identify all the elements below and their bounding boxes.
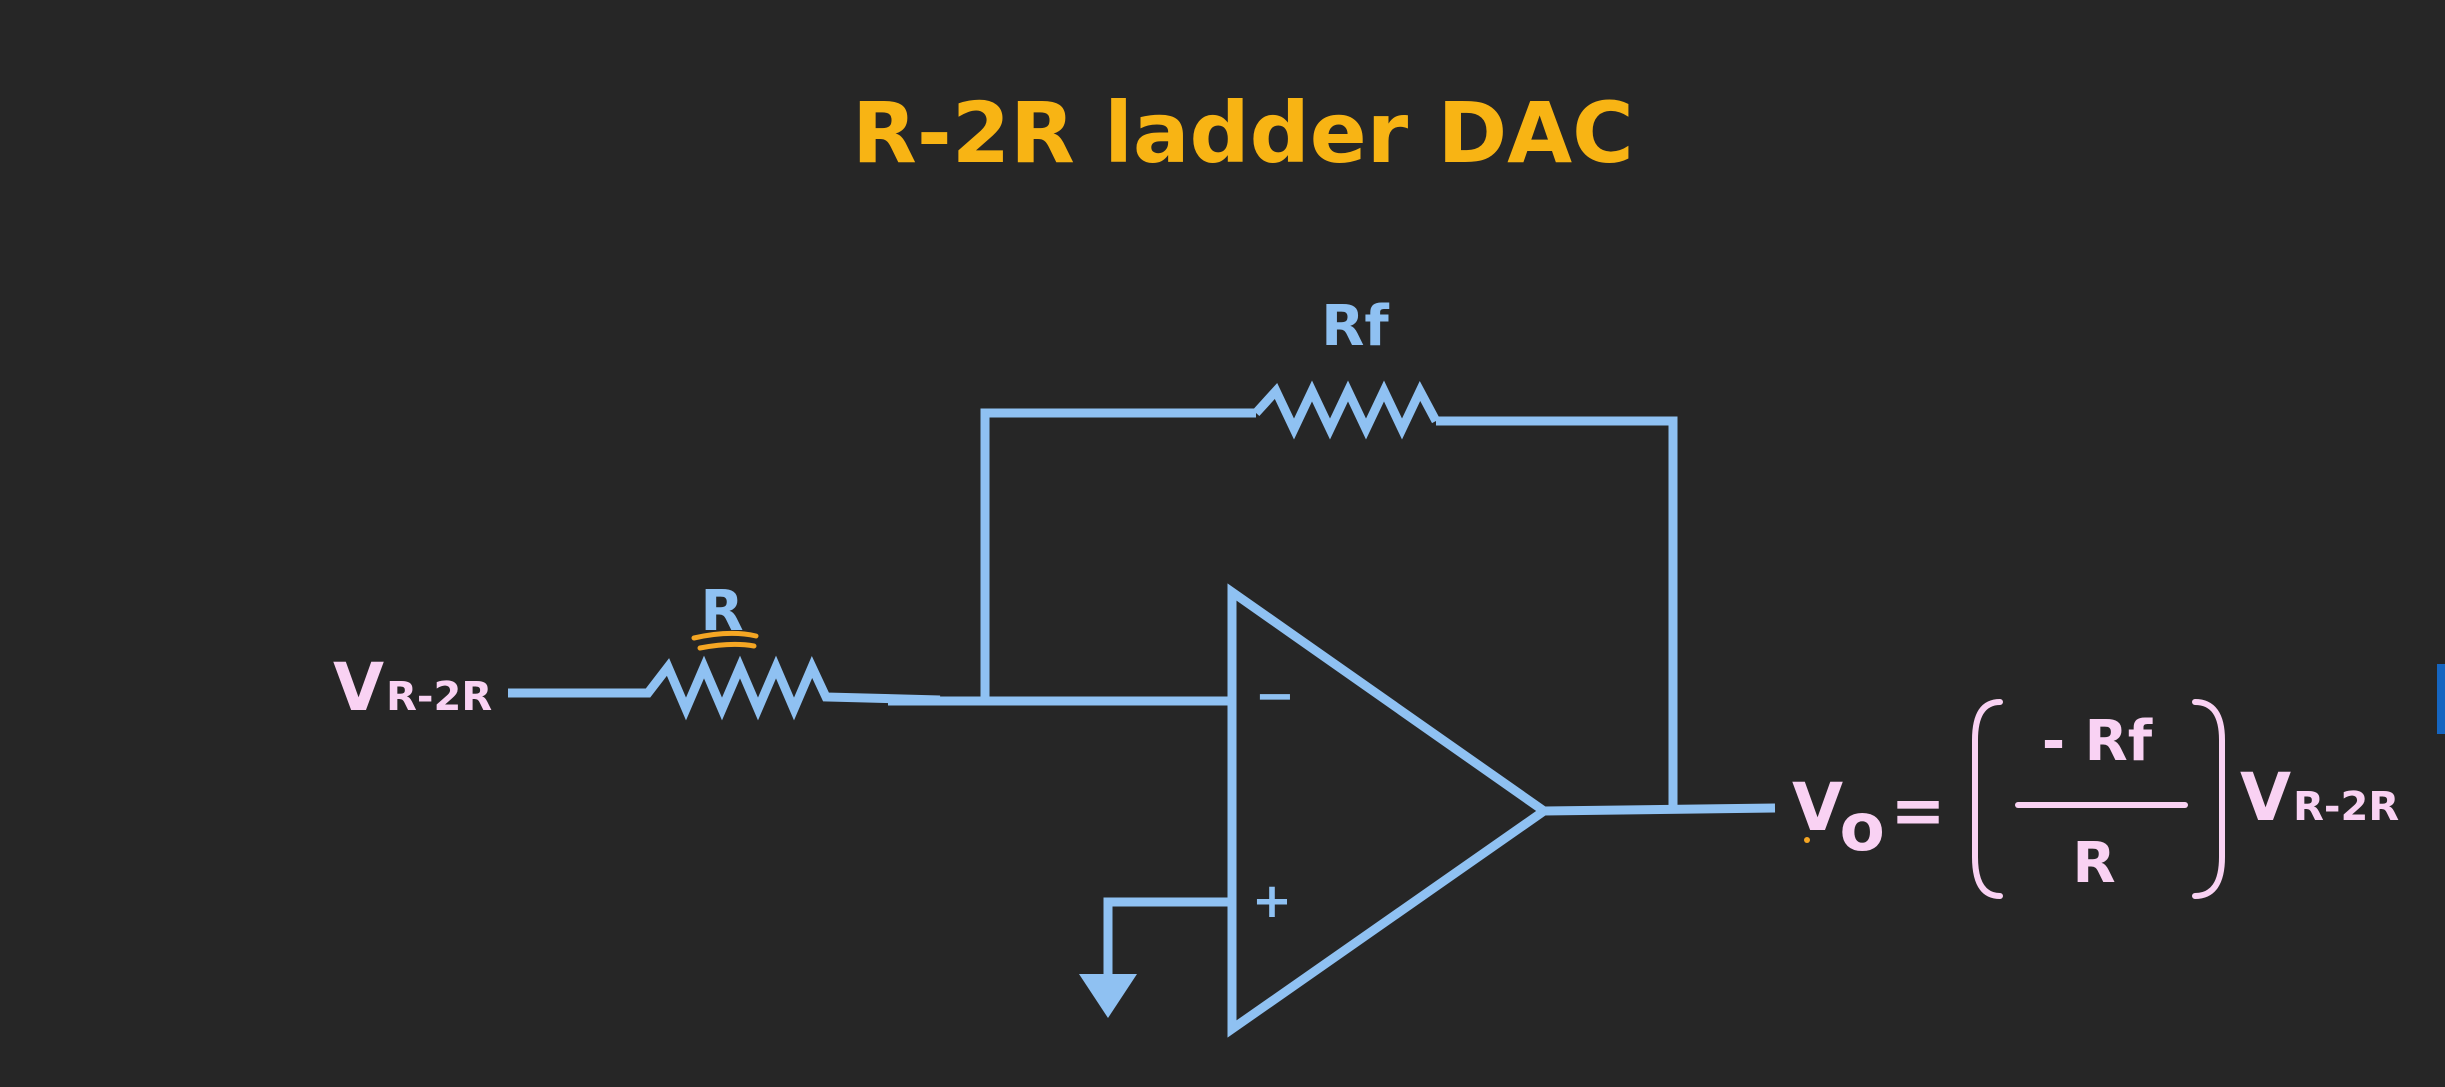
input-resistor-r (508, 655, 941, 721)
input-wire (508, 655, 941, 721)
output-voltage-subscript: o (1839, 789, 1884, 866)
diagram-title: R-2R ladder DAC (852, 84, 1634, 182)
output-dot (1804, 837, 1810, 843)
equation-voltage-v: V (2240, 759, 2291, 836)
output-voltage-v: V (1792, 769, 1843, 846)
resistor-r-underline (691, 630, 759, 651)
feedback-right-wire (1436, 416, 1678, 808)
input-voltage-v: V (333, 649, 384, 726)
ground-icon (1079, 974, 1137, 1018)
feedback-resistor-rf (1252, 380, 1440, 440)
feedback-left-wire (980, 408, 1256, 701)
equation-numerator: - Rf (2042, 709, 2153, 774)
output-wire (1543, 803, 1776, 816)
equation-voltage-subscript: R-2R (2293, 784, 2399, 830)
resistor-rf-label: Rf (1321, 294, 1389, 359)
equation-left-paren (1972, 699, 2003, 899)
equation-denominator: R (2072, 831, 2115, 896)
feedback-loop (980, 380, 1678, 808)
equation-equals: = (1890, 772, 1945, 849)
edge-accent-bar (2437, 664, 2445, 734)
equation-voltage-label: VR-2R (2240, 759, 2399, 836)
op-amp-plus-sign: + (1252, 873, 1292, 929)
op-amp-triangle (1227, 583, 1552, 1038)
equation-brackets (1972, 699, 2225, 899)
output-voltage-label: Vo (1792, 769, 1885, 866)
input-voltage-label: VR-2R (333, 649, 492, 726)
input-voltage-subscript: R-2R (386, 674, 492, 720)
op-amp-minus-sign: − (1255, 668, 1295, 724)
equation-right-paren (2192, 699, 2225, 899)
op-amp (1227, 583, 1552, 1038)
ground-connection (1103, 897, 1228, 976)
